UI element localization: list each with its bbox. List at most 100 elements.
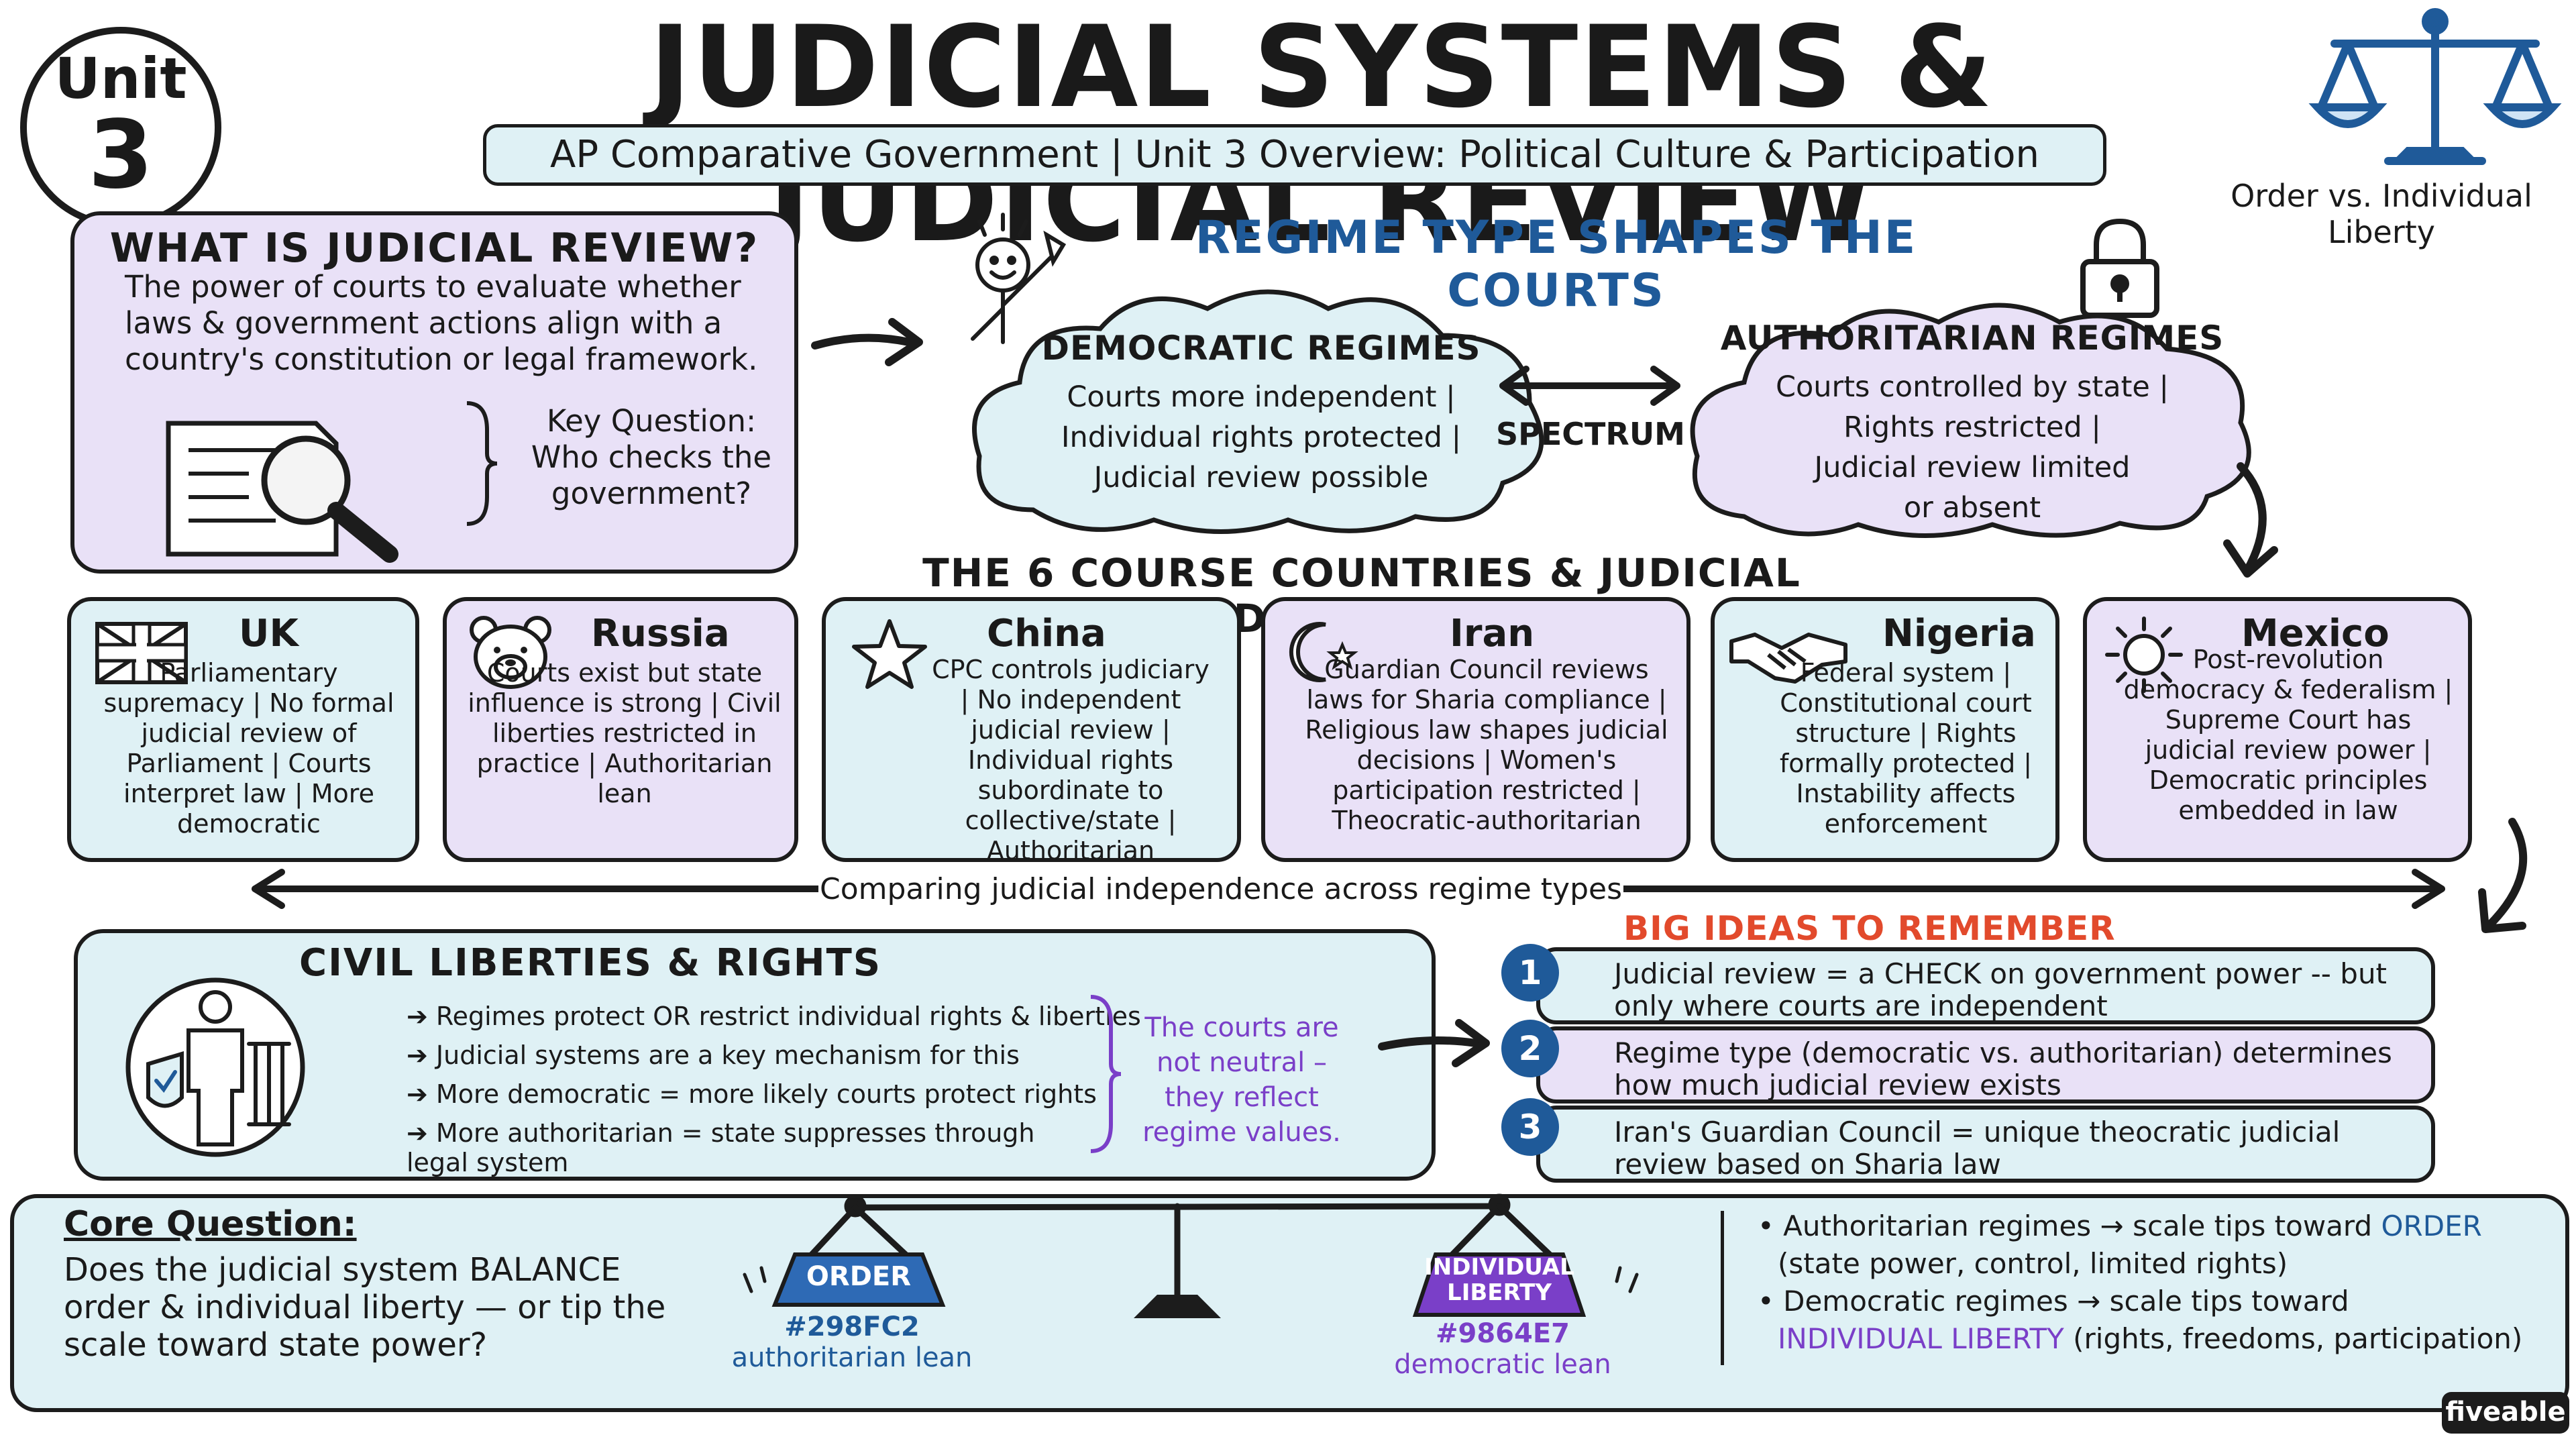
country-name: UK [239,612,299,655]
cheering-person-icon [971,213,1067,344]
big-idea-number: 3 [1501,1098,1559,1156]
scales-of-justice-icon [2308,8,2562,165]
page-title: JUDICIAL SYSTEMS & JUDICIAL REVIEW [649,1,1994,267]
uk-flag-icon [95,622,188,684]
authoritarian-line: Courts controlled by state | [1775,370,2169,404]
country-card-iran: Iran Guardian Council reviews laws for S… [1261,597,1690,862]
crescent-star-icon [1289,622,1358,682]
big-ideas-title: BIG IDEAS TO REMEMBER [1623,909,2116,948]
civil-note: The courts are not neutral – they reflec… [1142,1012,1341,1148]
democratic-regimes-cloud [972,289,1544,534]
curved-arrow-down-left-icon [2478,818,2528,933]
core-right-bullets: • Authoritarian regimes → scale tips tow… [1758,1208,2549,1358]
country-desc: Post-revolution democracy & federalism |… [2123,645,2453,825]
unit-badge: Unit 3 [20,27,221,228]
country-desc: CPC controls judiciary | No independent … [932,655,1210,865]
core-bullet-detail: INDIVIDUAL LIBERTY (rights, freedoms, pa… [1778,1322,2523,1355]
big-idea-number: 2 [1501,1020,1559,1077]
document-magnifier-icon [166,421,398,563]
liberty-color-code: #9864E7 [1436,1318,1570,1349]
big-idea-card: Judicial review = a CHECK on government … [1536,947,2435,1024]
padlock-icon [2080,218,2159,318]
core-question-text: Does the judicial system BALANCE order &… [64,1251,666,1364]
civil-liberties-card: CIVIL LIBERTIES & RIGHTS ➔ Regimes prote… [74,929,1436,1181]
core-question-card [10,1194,2569,1412]
sun-icon [2105,616,2183,693]
authoritarian-title: AUTHORITARIAN REGIMES [1720,319,2224,358]
key-question-label: Key Question: [546,403,757,439]
democratic-line: Courts more independent | [1067,380,1456,414]
country-desc: Courts exist but state influence is stro… [468,658,782,808]
country-name: Russia [591,612,730,655]
democratic-title: DEMOCRATIC REGIMES [1041,329,1481,368]
country-desc: Guardian Council reviews laws for Sharia… [1305,655,1668,835]
country-name: Mexico [2241,612,2390,655]
handshake-icon [1729,633,1847,684]
star-icon [852,619,927,689]
key-question: Key Question: Who checks the government? [517,403,786,512]
country-name: China [987,612,1106,655]
what-is-judicial-review-card: WHAT IS JUDICIAL REVIEW? The power of co… [70,211,798,574]
civil-bullet: ➔ Judicial systems are a key mechanism f… [407,1040,1020,1070]
curved-arrow-down-icon [2223,462,2278,578]
country-desc: Parliamentary supremacy | No formal judi… [103,658,394,839]
core-question-title: Core Question: [64,1204,357,1244]
big-idea-text: Regime type (democratic vs. authoritaria… [1614,1036,2392,1102]
big-idea-card: Regime type (democratic vs. authoritaria… [1536,1026,2435,1104]
civil-title: CIVIL LIBERTIES & RIGHTS [299,941,882,985]
liberty-plate-label: INDIVIDUAL LIBERTY [1424,1254,1574,1306]
order-color-code: #298FC2 [784,1311,920,1342]
country-card-china: China CPC controls judiciary | No indepe… [822,597,1241,865]
comparison-caption: Comparing judicial independence across r… [818,872,1623,906]
civil-bullet: ➔ More authoritarian = state suppresses … [407,1118,1035,1177]
spectrum-double-arrow [1499,366,1680,406]
big-idea-card: Iran's Guardian Council = unique theocra… [1536,1106,2435,1183]
spectrum-label: SPECTRUM [1496,416,1685,452]
regime-title: REGIME TYPE SHAPES THE COURTS [1195,211,1918,317]
country-card-mexico: Mexico Post-revolution democracy & feder… [2083,597,2472,862]
country-card-russia: Russia Courts exist but state influence … [443,597,798,862]
unit-word: Unit [54,46,187,111]
order-lean: #298FC2 authoritarian lean [718,1311,986,1373]
arrow-right-icon [1378,1019,1490,1067]
country-card-nigeria: Nigeria Federal system | Constitutional … [1711,597,2059,862]
civil-bullet: ➔ Regimes protect OR restrict individual… [407,1002,1141,1031]
authoritarian-regimes-cloud [1690,303,2251,538]
judicial-review-definition: The power of courts to evaluate whether … [125,269,758,377]
core-bullet-detail: (state power, control, limited rights) [1778,1247,2288,1280]
country-desc: Federal system | Constitutional court st… [1779,658,2033,839]
order-plate-label: ORDER [806,1261,912,1292]
authoritarian-line: or absent [1903,491,2041,525]
unit-number: 3 [88,101,154,210]
democratic-line: Judicial review possible [1093,461,1429,494]
core-bullet: • Democratic regimes → scale tips toward [1758,1285,2349,1318]
big-idea-text: Judicial review = a CHECK on government … [1614,957,2387,1022]
liberty-lean: #9864E7 democratic lean [1368,1318,1637,1380]
democratic-regimes-text: DEMOCRATIC REGIMES Courts more independe… [979,329,1543,498]
country-card-uk: UK Parliamentary supremacy | No formal j… [67,597,419,862]
bear-icon [470,616,551,689]
core-bullet: • Authoritarian regimes → scale tips tow… [1758,1210,2482,1242]
arrow-right-icon [811,318,923,366]
brace-icon [1090,995,1122,1153]
divider [1721,1211,1724,1365]
key-question-text: Who checks the government? [531,439,772,511]
brace-icon [466,401,498,526]
country-name: Iran [1450,612,1535,655]
country-name: Nigeria [1882,612,2036,655]
big-idea-number: 1 [1501,944,1559,1002]
liberty-lean-label: democratic lean [1394,1349,1611,1380]
authoritarian-line: Rights restricted | [1843,411,2101,444]
order-lean-label: authoritarian lean [731,1342,973,1373]
fiveable-logo: fiveable [2442,1392,2569,1434]
balance-scale-icon [743,1193,1639,1318]
civil-bullet: ➔ More democratic = more likely courts p… [407,1079,1097,1109]
protected-person-icon [125,977,305,1157]
subtitle-bar: AP Comparative Government | Unit 3 Overv… [483,124,2106,186]
what-is-title: WHAT IS JUDICIAL REVIEW? [109,225,759,272]
scales-caption: Order vs. Individual Liberty [2231,178,2532,250]
democratic-line: Individual rights protected | [1061,421,1462,454]
big-idea-text: Iran's Guardian Council = unique theocra… [1614,1116,2341,1181]
authoritarian-line: Judicial review limited [1814,451,2131,484]
authoritarian-regimes-text: AUTHORITARIAN REGIMES Courts controlled … [1684,319,2261,528]
